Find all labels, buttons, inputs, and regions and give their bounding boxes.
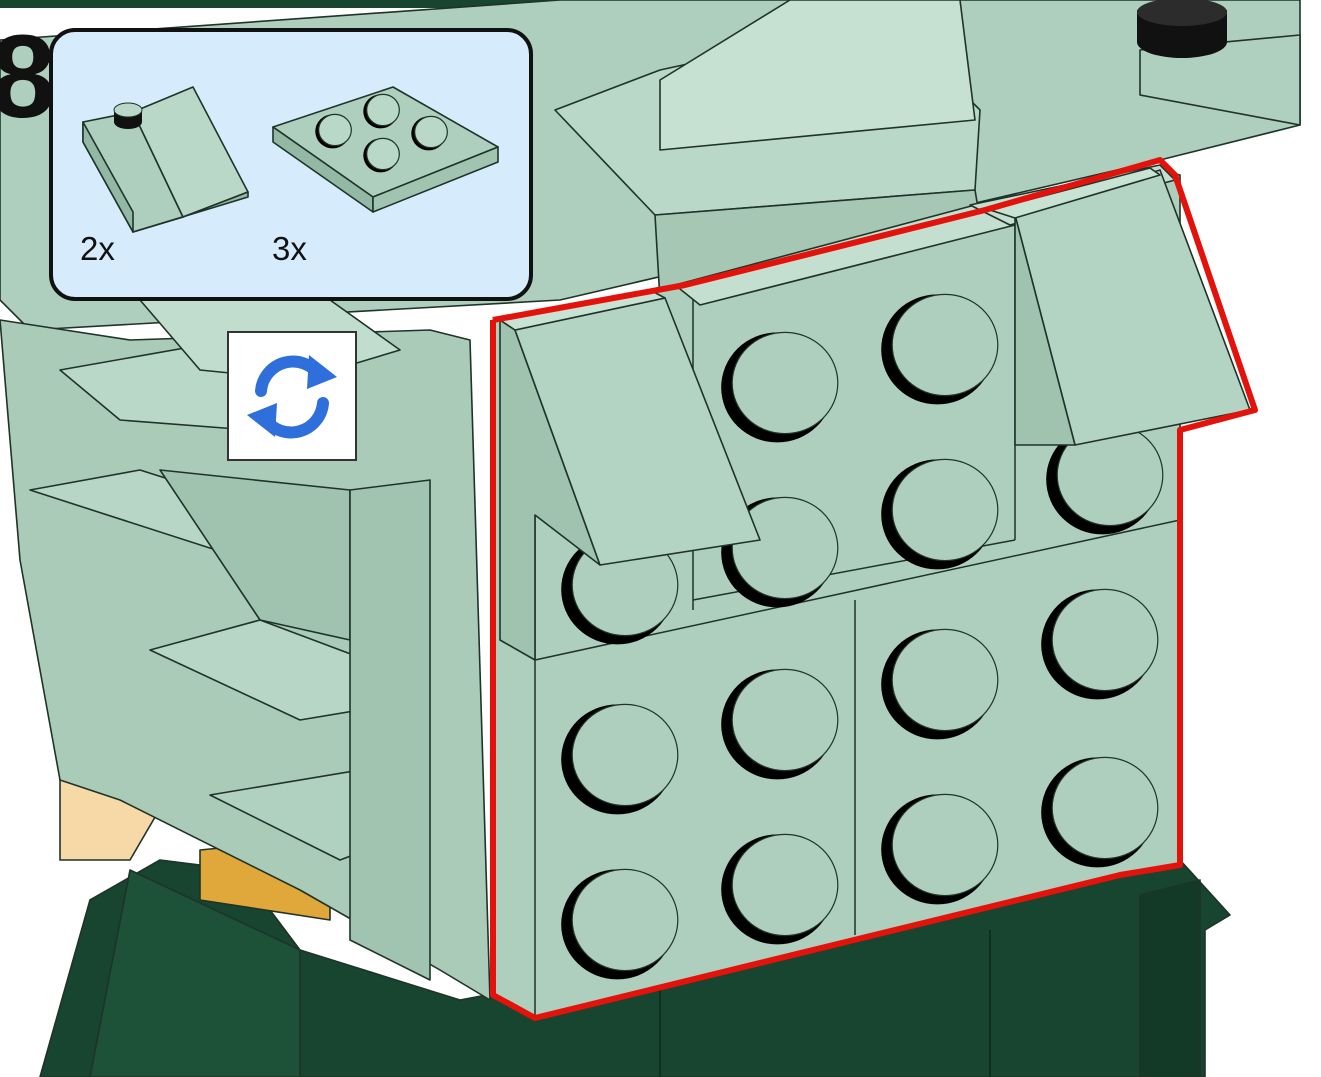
step-number: 8 xyxy=(0,18,56,136)
rotate-model-indicator xyxy=(227,331,357,461)
slope-quantity: 2x xyxy=(80,230,115,268)
parts-list-callout: 2x 3x xyxy=(49,28,533,301)
plate-quantity: 3x xyxy=(272,230,307,268)
rotate-model-icon xyxy=(229,333,355,459)
slope-brick-icon xyxy=(83,87,248,232)
